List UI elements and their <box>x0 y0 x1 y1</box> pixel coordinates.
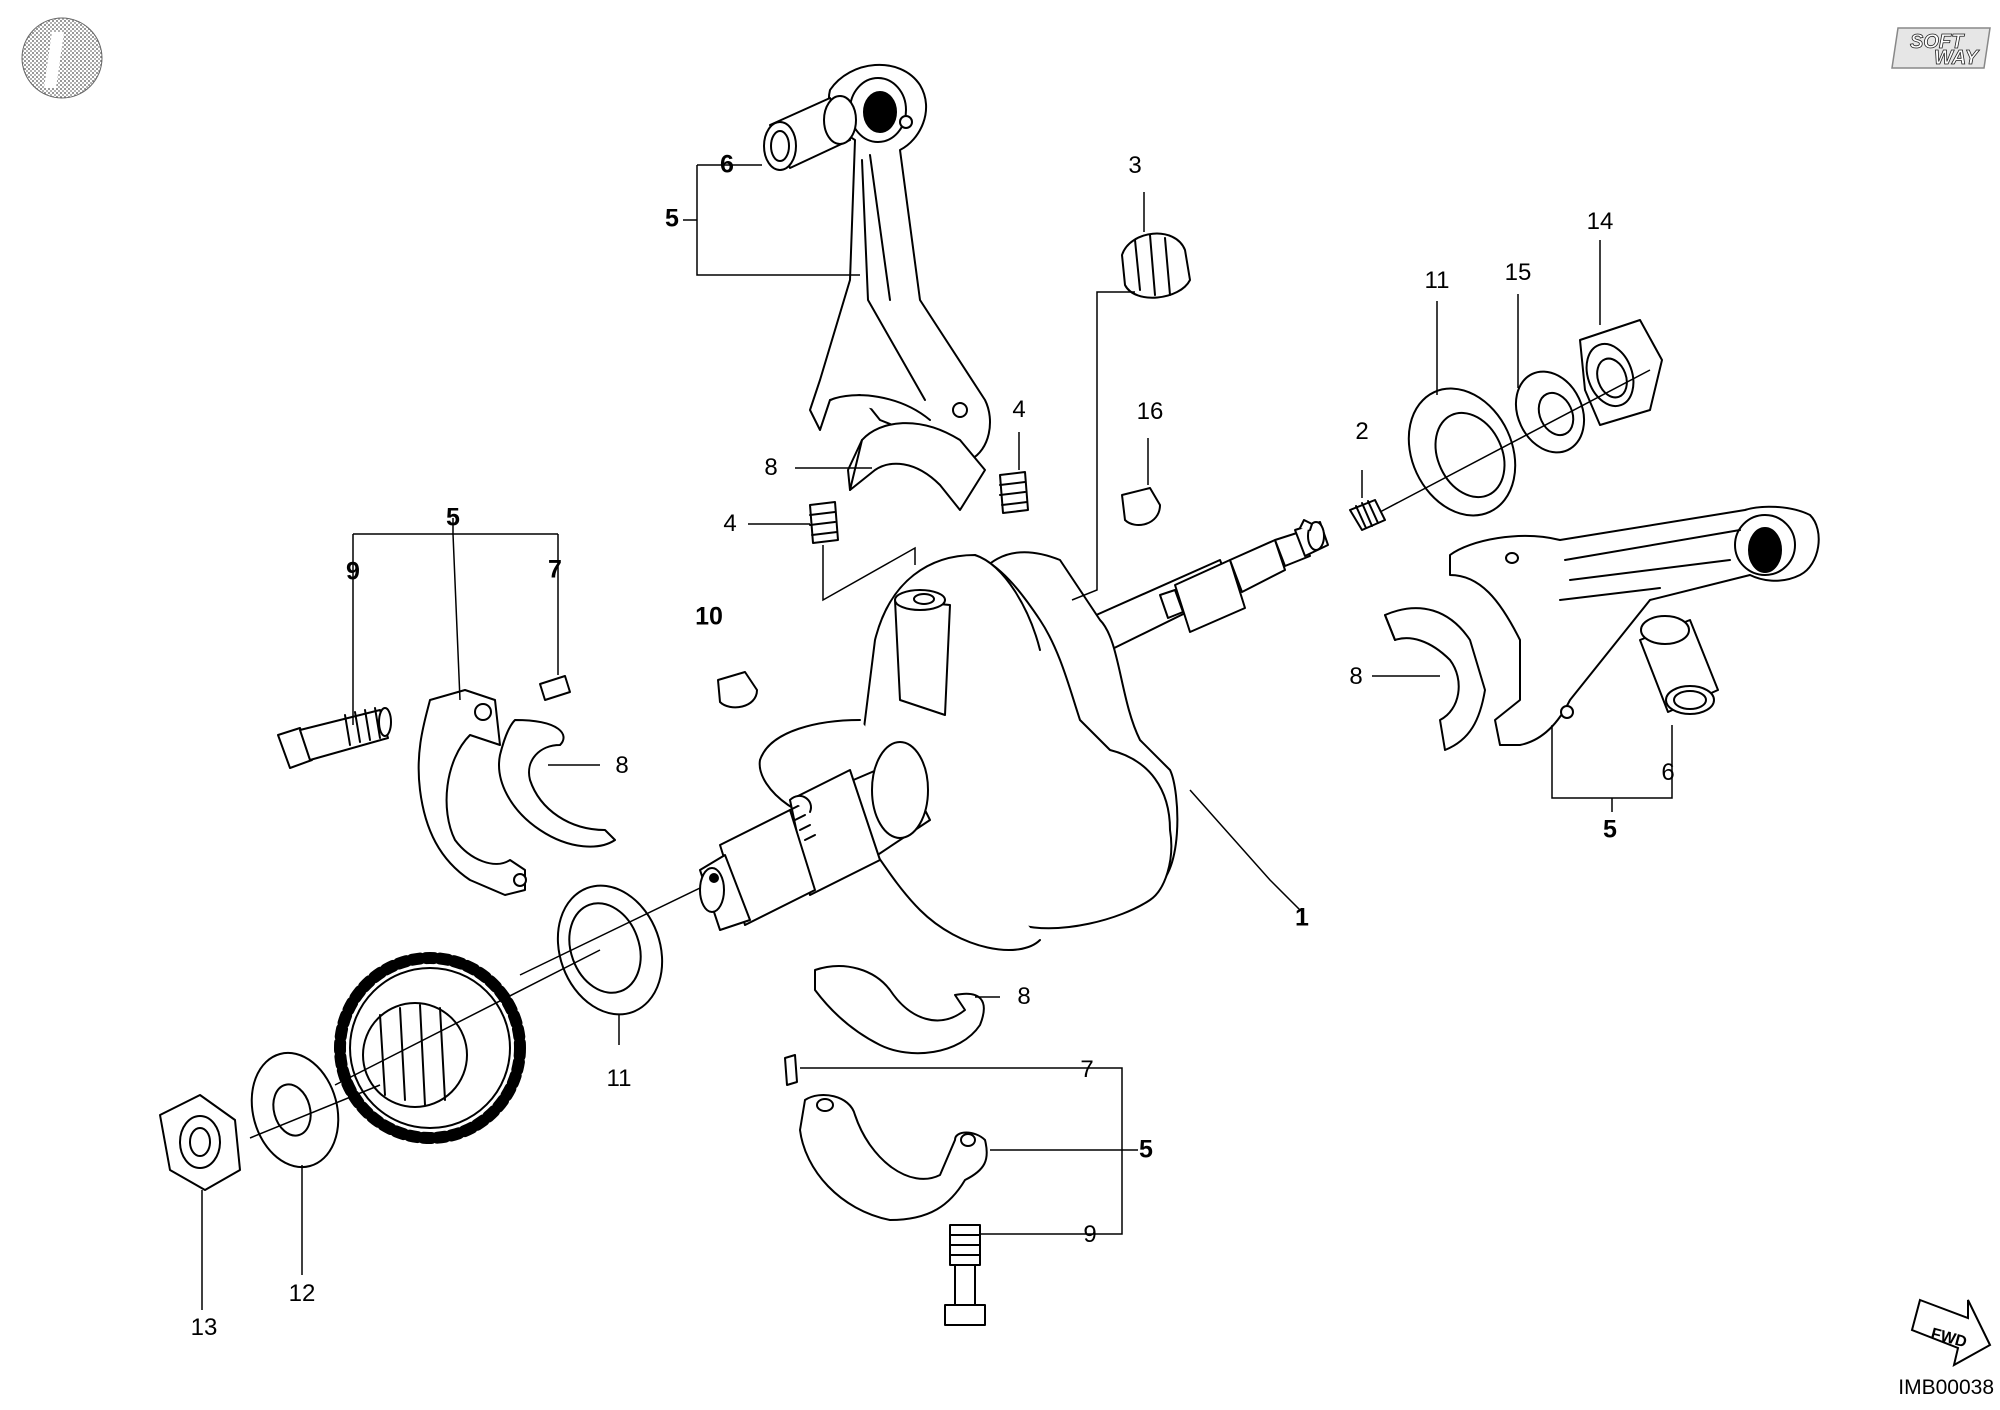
key-16 <box>1121 487 1161 526</box>
small-end-bush-right <box>1639 615 1719 715</box>
callout-14: 14 <box>1586 208 1614 235</box>
callout-16: 16 <box>1136 398 1164 425</box>
callout-4-right: 4 <box>1012 396 1026 423</box>
callout-7-left: 7 <box>548 555 562 584</box>
cap-bolt-left <box>277 707 392 769</box>
callout-5-upper: 5 <box>665 204 679 233</box>
key-10 <box>717 671 758 709</box>
logo-text-soft: SOFT <box>1910 31 1965 53</box>
callout-9-lower: 9 <box>1083 1221 1097 1248</box>
leader-lines <box>201 164 1673 1310</box>
callout-3: 3 <box>1128 152 1142 179</box>
cap-bolt-lower <box>944 1224 986 1326</box>
callout-7-lower: 7 <box>1080 1056 1094 1083</box>
callout-9-left: 9 <box>346 557 360 586</box>
washer-12 <box>250 1051 340 1169</box>
bearing-shell-upper <box>847 422 986 511</box>
callout-8-right: 8 <box>1349 663 1363 690</box>
timing-gear <box>334 952 526 1144</box>
dowel-pin-left <box>539 675 571 701</box>
catalog-disc-icon <box>21 17 103 99</box>
connecting-rod-right <box>1449 505 1820 746</box>
crankshaft <box>699 519 1329 951</box>
callout-6-upper: 6 <box>720 150 734 179</box>
callout-5-lower: 5 <box>1139 1135 1153 1164</box>
callout-2: 2 <box>1355 418 1369 445</box>
fwd-arrow-icon: FWD <box>1910 1298 1992 1367</box>
callout-6-right: 6 <box>1661 759 1675 786</box>
bearing-shell-left <box>498 719 616 848</box>
callout-8-left: 8 <box>615 752 629 779</box>
softway-logo-icon: SOFT WAY <box>1891 27 1991 69</box>
plug-2 <box>1349 499 1386 531</box>
grub-screw-4-right <box>999 471 1029 514</box>
rod-cap-left <box>417 689 527 896</box>
callout-12: 12 <box>288 1280 316 1307</box>
rod-cap-lower <box>799 1094 988 1221</box>
small-end-bush-upper <box>763 95 857 171</box>
callout-4-left: 4 <box>723 510 737 537</box>
nut-14 <box>1579 319 1663 426</box>
drawing-code: IMB00038 <box>1898 1376 1994 1399</box>
connecting-rod-upper <box>809 64 991 464</box>
bearing-shell-right <box>1384 607 1486 751</box>
callout-11-right: 11 <box>1424 267 1450 294</box>
bearing-shell-lower <box>814 965 985 1055</box>
callout-1: 1 <box>1295 903 1309 932</box>
thrust-washer-left <box>556 884 664 1016</box>
nut-13 <box>159 1094 241 1191</box>
thrust-washer-right <box>1407 387 1517 517</box>
callout-11-left: 11 <box>606 1065 632 1092</box>
callout-5-right: 5 <box>1603 815 1617 844</box>
callout-13: 13 <box>190 1314 218 1341</box>
callout-8-lower: 8 <box>1017 983 1031 1010</box>
grub-screw-4-left <box>809 501 839 544</box>
logo-text-way: WAY <box>1934 47 1980 69</box>
callout-8-upper: 8 <box>764 454 778 481</box>
callout-15: 15 <box>1504 259 1532 286</box>
callout-5-left: 5 <box>446 503 460 532</box>
dowel-pin-lower <box>784 1054 798 1086</box>
callout-10: 10 <box>695 602 723 631</box>
plug-3 <box>1121 232 1191 299</box>
